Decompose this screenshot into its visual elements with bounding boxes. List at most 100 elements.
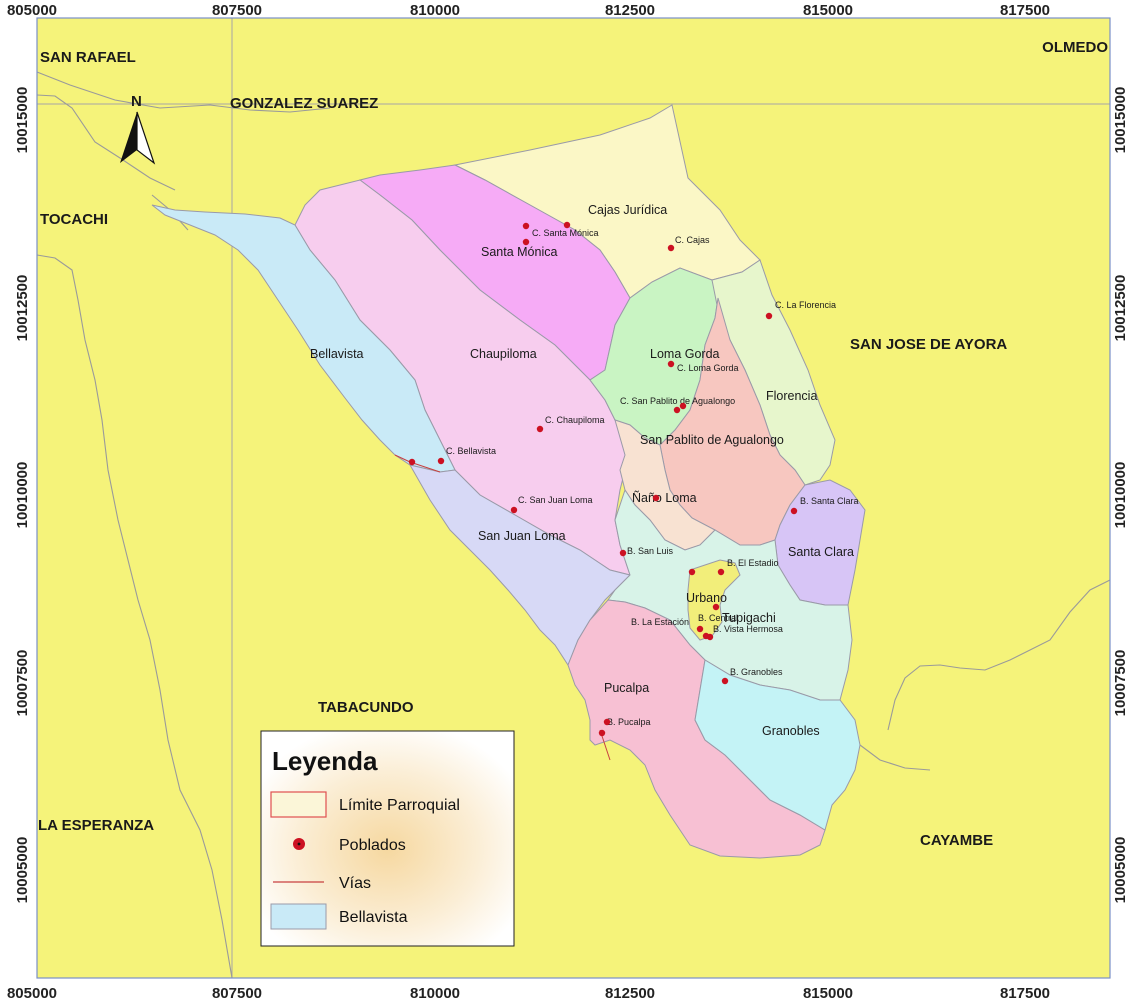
town-dot[interactable] — [790, 507, 798, 515]
town-label-santa-clara: B. Santa Clara — [800, 496, 859, 506]
tick-label-y-right-1: 10012500 — [1112, 275, 1129, 342]
town-dot[interactable] — [510, 506, 518, 514]
town-label-san-luis: B. San Luis — [627, 546, 674, 556]
parish-urbano[interactable] — [687, 559, 741, 641]
tick-label-x-top-4: 815000 — [803, 2, 853, 19]
graticule — [37, 18, 1110, 978]
north-arrow-icon — [120, 112, 137, 163]
tick-label-x-top-5: 817500 — [1000, 2, 1050, 19]
legend-title: Leyenda — [272, 746, 378, 776]
neighbor-gonzalez-suarez: GONZALEZ SUAREZ — [230, 95, 378, 112]
town-dot[interactable] — [536, 425, 544, 433]
background-lines — [36, 71, 1111, 979]
parish-granobles[interactable] — [694, 659, 861, 831]
parish-label-pucalpa: Pucalpa — [604, 681, 649, 695]
parish-polygons — [151, 104, 866, 859]
town-label-la-florencia: C. La Florencia — [775, 300, 836, 310]
town-dot[interactable] — [717, 568, 725, 576]
x-ticks-top: 805000 807500 810000 812500 815000 817500 — [7, 2, 1050, 19]
tick-label-y-left-3: 10007500 — [14, 650, 31, 717]
town-dot[interactable] — [679, 402, 687, 410]
tick-label-x-top-2: 810000 — [410, 2, 460, 19]
tick-label-x-top-3: 812500 — [605, 2, 655, 19]
town-dot[interactable] — [706, 633, 714, 641]
town-dot[interactable] — [721, 677, 729, 685]
neighbor-tabacundo: TABACUNDO — [318, 699, 414, 716]
neighbor-san-jose-de-ayora: SAN JOSE DE AYORA — [850, 336, 1007, 353]
parish-label-san-juan-loma: San Juan Loma — [478, 529, 566, 543]
map-frame — [36, 17, 1111, 979]
town-dot[interactable] — [765, 312, 773, 320]
town-dot[interactable] — [696, 625, 704, 633]
town-dot[interactable] — [688, 568, 696, 576]
parish-label-florencia: Florencia — [766, 389, 817, 403]
tick-label-y-left-0: 10015000 — [14, 87, 31, 154]
north-arrow-label: N — [131, 93, 142, 110]
town-label-granobles: B. Granobles — [730, 667, 783, 677]
legend-label-bellavista: Bellavista — [339, 909, 408, 926]
parish-label-granobles: Granobles — [762, 724, 820, 738]
town-dot[interactable] — [522, 238, 530, 246]
tick-label-y-right-0: 10015000 — [1112, 87, 1129, 154]
legend: Leyenda Límite Parroquial Poblados Vías … — [260, 730, 515, 947]
parish-label-nano-loma: Ñaño Loma — [632, 491, 697, 505]
north-arrow-icon-light — [136, 111, 156, 165]
town-label-el-estadio: B. El Estadio — [727, 558, 779, 568]
parish-label-loma-gorda: Loma Gorda — [650, 347, 720, 361]
town-label-san-pablito: C. San Pablito de Agualongo — [620, 396, 735, 406]
parish-label-santa-clara: Santa Clara — [788, 545, 854, 559]
town-dot[interactable] — [712, 603, 720, 611]
legend-swatch-limite — [270, 791, 327, 818]
neighbor-la-esperanza: LA ESPERANZA — [38, 817, 154, 834]
neighbor-olmedo: OLMEDO — [1042, 39, 1108, 56]
legend-swatch-poblados-center — [297, 842, 301, 846]
town-label-loma-gorda: C. Loma Gorda — [677, 363, 739, 373]
town-dot[interactable] — [652, 494, 660, 502]
neighbor-cayambe: CAYAMBE — [920, 832, 993, 849]
parish-label-urbano: Urbano — [686, 591, 727, 605]
tick-label-x-bottom-0: 805000 — [7, 985, 57, 1002]
legend-swatch-bellavista — [270, 903, 327, 930]
legend-label-poblados: Poblados — [339, 837, 406, 854]
tick-label-y-right-3: 10007500 — [1112, 650, 1129, 717]
town-dot[interactable] — [667, 360, 675, 368]
tick-label-y-right-4: 10005000 — [1112, 837, 1129, 904]
town-dot[interactable] — [522, 222, 530, 230]
town-label-santa-monica: C. Santa Mónica — [532, 228, 599, 238]
town-label-chaupiloma: C. Chaupiloma — [545, 415, 605, 425]
town-dot[interactable] — [619, 549, 627, 557]
parish-labels: Cajas Jurídica Santa Mónica Chaupiloma B… — [310, 203, 854, 738]
tick-label-x-bottom-4: 815000 — [803, 985, 853, 1002]
town-dots — [408, 221, 798, 737]
tick-label-x-bottom-3: 812500 — [605, 985, 655, 1002]
neighbor-san-rafael: SAN RAFAEL — [40, 49, 136, 66]
town-dot[interactable] — [667, 244, 675, 252]
tick-label-x-top-0: 805000 — [7, 2, 57, 19]
y-ticks-right: 10015000 10012500 10010000 10007500 10005000 — [1112, 87, 1129, 904]
town-label-pucalpa: B. Pucalpa — [607, 717, 651, 727]
town-dot[interactable] — [408, 458, 416, 466]
town-dot[interactable] — [563, 221, 571, 229]
town-dot[interactable] — [673, 406, 681, 414]
town-label-central: B. Central — [698, 613, 738, 623]
legend-label-limite: Límite Parroquial — [339, 797, 460, 814]
town-label-cajas: C. Cajas — [675, 235, 710, 245]
parish-label-san-pablito: San Pablito de Agualongo — [640, 433, 784, 447]
tick-label-x-bottom-1: 807500 — [212, 985, 262, 1002]
town-label-vista-hermosa: B. Vista Hermosa — [713, 624, 783, 634]
town-dot[interactable] — [598, 729, 606, 737]
town-dot[interactable] — [603, 718, 611, 726]
neighbor-tocachi: TOCACHI — [40, 211, 108, 228]
town-dot[interactable] — [437, 457, 445, 465]
neighbor-labels: SAN RAFAEL OLMEDO GONZALEZ SUAREZ TOCACH… — [38, 39, 1108, 849]
tick-label-x-bottom-5: 817500 — [1000, 985, 1050, 1002]
tick-label-y-left-4: 10005000 — [14, 837, 31, 904]
tick-label-x-top-1: 807500 — [212, 2, 262, 19]
town-label-la-estacion: B. La Estación — [631, 617, 689, 627]
parish-label-cajas-juridica: Cajas Jurídica — [588, 203, 667, 217]
parish-label-chaupiloma: Chaupiloma — [470, 347, 537, 361]
tick-label-y-right-2: 10010000 — [1112, 462, 1129, 529]
legend-label-vias: Vías — [339, 875, 371, 892]
